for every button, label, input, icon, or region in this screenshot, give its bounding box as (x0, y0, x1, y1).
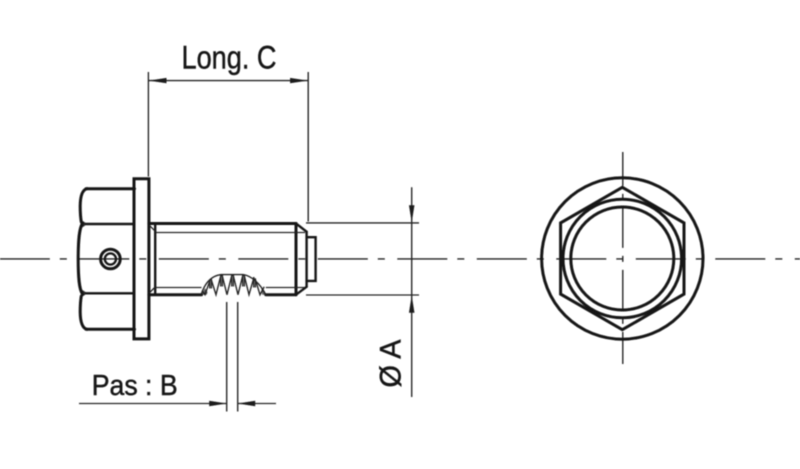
svg-text:Ø A: Ø A (375, 340, 408, 388)
svg-text:Pas : B: Pas : B (92, 370, 178, 402)
svg-text:Long. C: Long. C (182, 40, 277, 76)
